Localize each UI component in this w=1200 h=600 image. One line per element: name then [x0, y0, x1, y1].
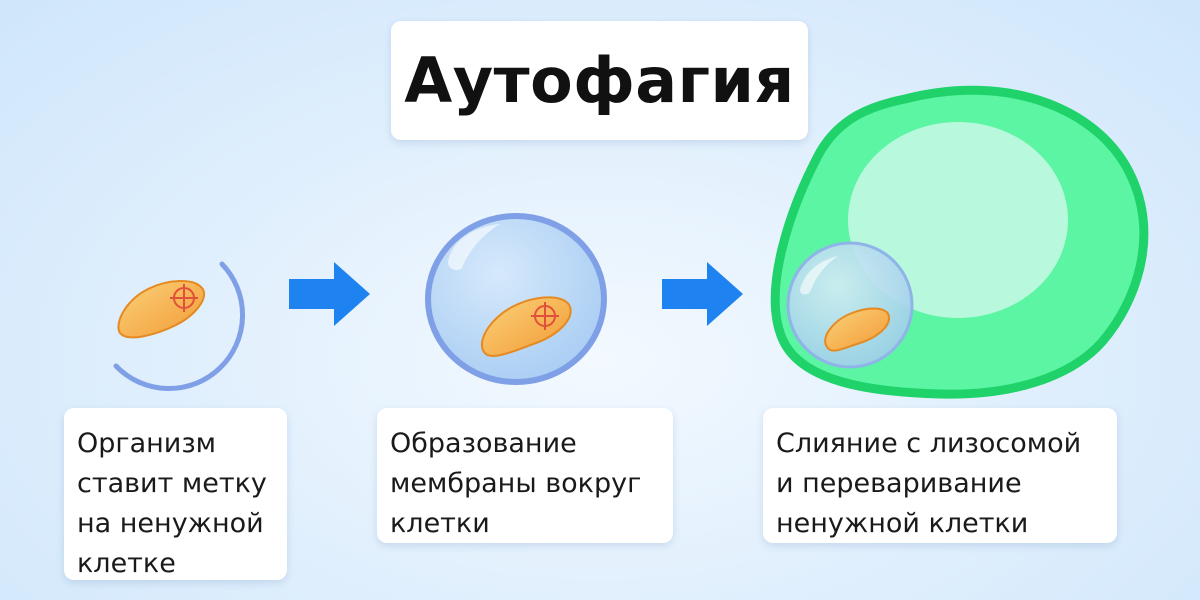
- target-mark-icon: [170, 284, 198, 312]
- fusing-vesicle: [786, 241, 914, 369]
- step-3-caption-card: Слияние с лизосомой и переваривание нену…: [763, 408, 1117, 543]
- step-1-caption: Организм ставит метку на ненужной клетке: [77, 428, 267, 579]
- step-3-caption: Слияние с лизосомой и переваривание нену…: [776, 428, 1082, 539]
- step-2-caption-card: Образование мембраны вокруг клетки: [377, 408, 673, 543]
- step-2-caption: Образование мембраны вокруг клетки: [390, 428, 642, 539]
- digesting-organelle: [824, 307, 890, 352]
- tagged-organelle: [117, 280, 205, 339]
- step-1-illustration: [113, 261, 246, 391]
- autophagosome-vesicle: [425, 213, 607, 385]
- forming-membrane-arc: [113, 261, 246, 391]
- title-card: Аутофагия: [391, 21, 808, 140]
- step-2-illustration: [425, 213, 607, 385]
- arrow-right-icon: [289, 262, 370, 326]
- step-1-caption-card: Организм ставит метку на ненужной клетке: [64, 408, 287, 580]
- enclosed-organelle: [481, 296, 572, 357]
- target-mark-icon: [531, 302, 559, 330]
- page-title: Аутофагия: [404, 44, 795, 117]
- step-3-illustration: [770, 85, 1149, 399]
- lysosome-core: [848, 122, 1068, 318]
- fusing-vesicle-highlight: [800, 256, 838, 295]
- arrow-right-icon: [662, 262, 743, 326]
- vesicle-highlight: [448, 224, 500, 270]
